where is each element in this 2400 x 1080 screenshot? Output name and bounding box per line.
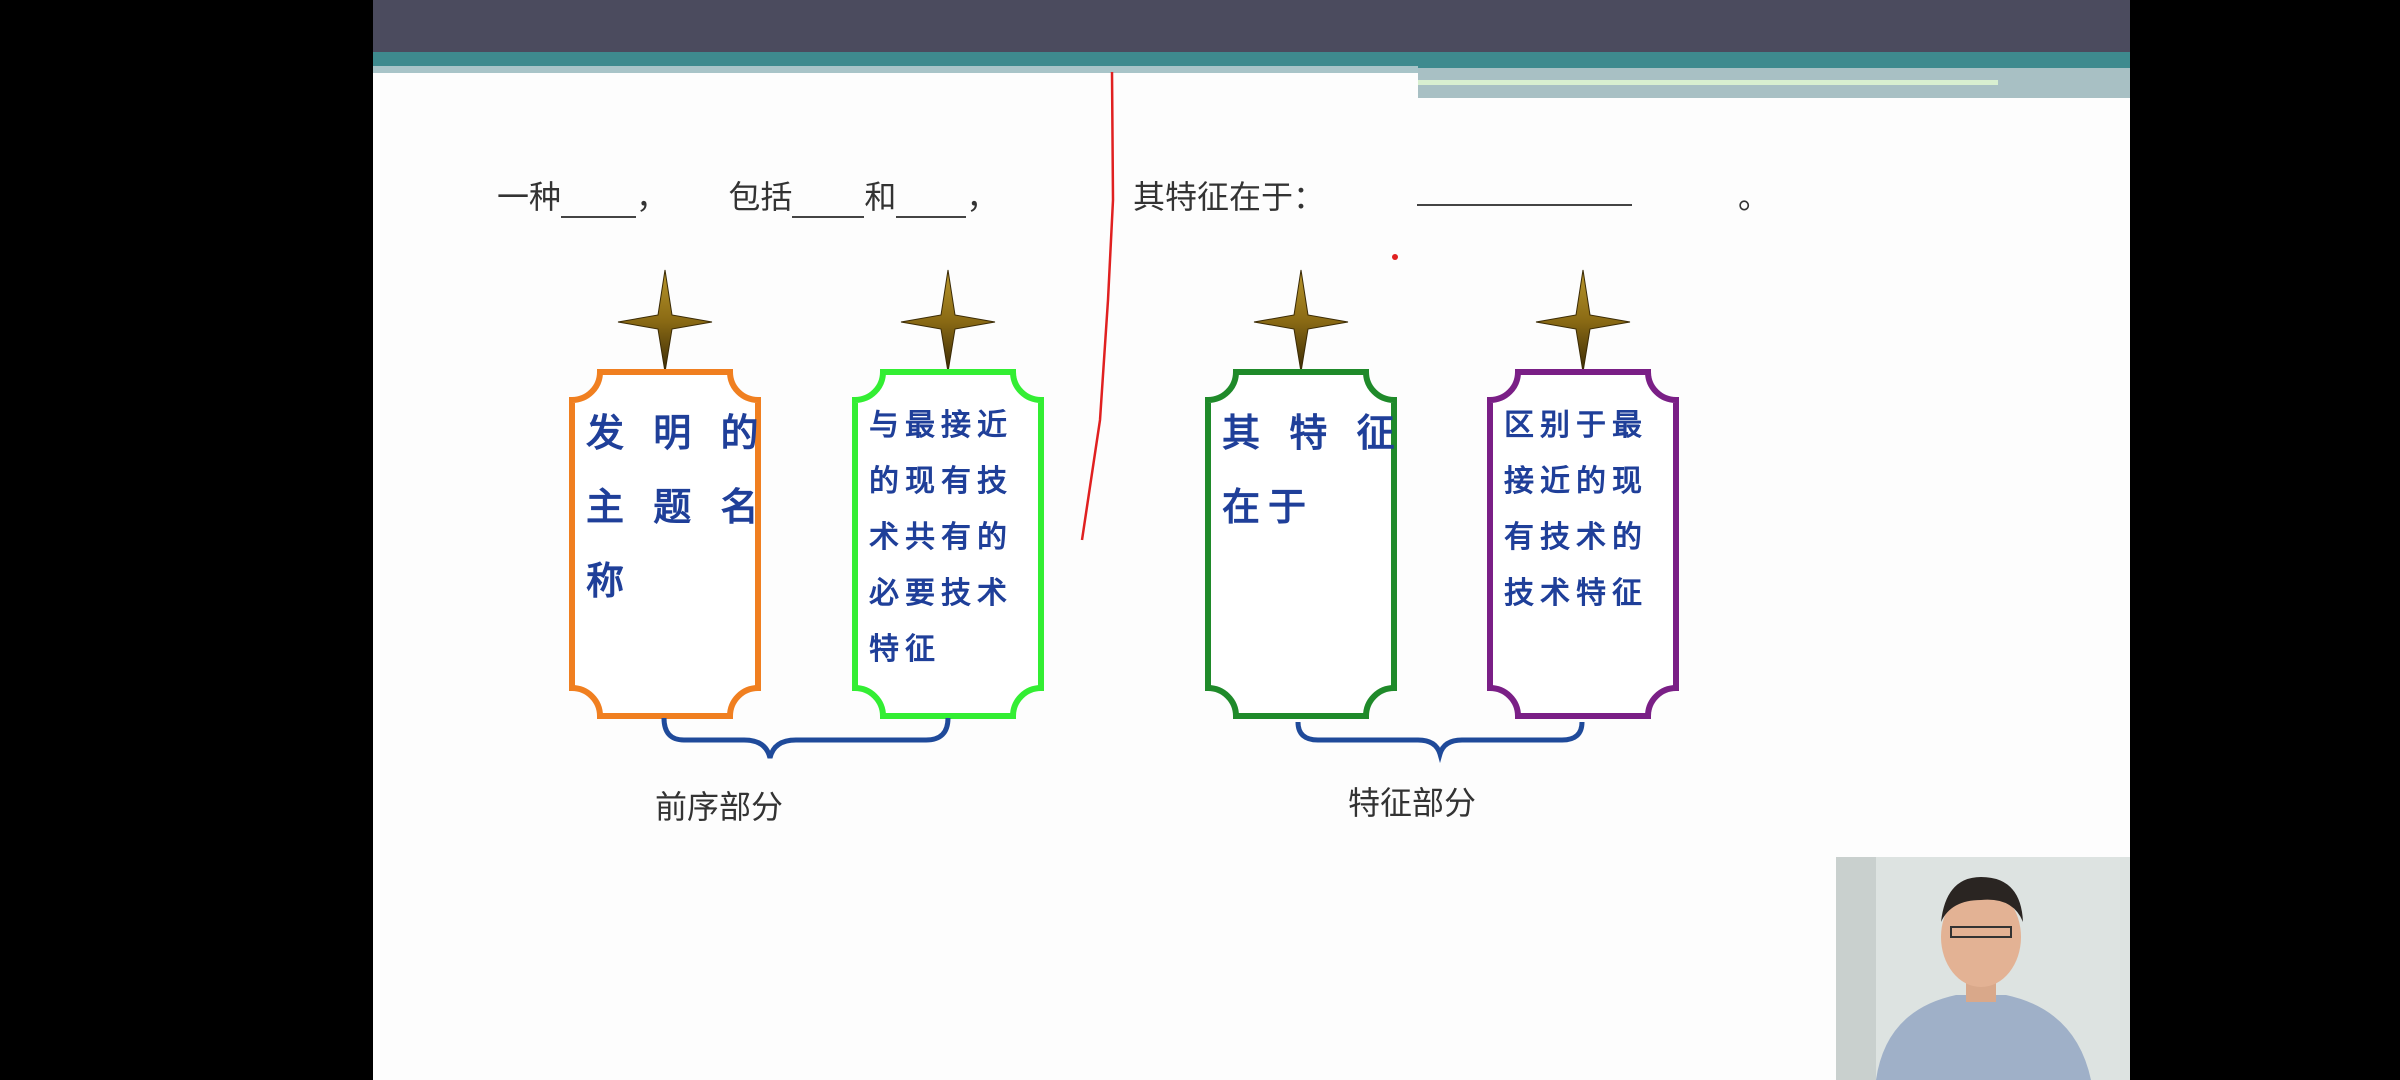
box-text-line: 发 明 的 (586, 411, 767, 455)
box-text-line: 有技术的 (1504, 520, 1648, 555)
slide-header-accent (1418, 80, 1998, 85)
box-text-line: 技术特征 (1504, 576, 1648, 611)
slide-header-light (373, 66, 1418, 73)
box-text-line: 术共有的 (869, 520, 1013, 555)
text-he: 和 (864, 178, 897, 216)
box-text-line: 主 题 名 (586, 485, 767, 529)
text-qitezheng: 其特征在于： (1133, 178, 1326, 216)
star-icon (617, 269, 713, 373)
webcam-overlay (1836, 857, 2130, 1080)
slide-header-band (373, 0, 2130, 52)
box-invention-title-text: 发 明 的主 题 名称 (586, 396, 766, 618)
star-icon (1253, 269, 1349, 373)
brace-right (1295, 721, 1585, 764)
red-annotation-dot (1392, 254, 1398, 260)
box-text-line: 接近的现 (1504, 464, 1648, 499)
blank-3 (896, 186, 967, 218)
claim-sentence: 一种 ， 包括 和 ， (497, 172, 998, 218)
box-distinguishing-features (1487, 369, 1679, 719)
box-text-line: 区别于最 (1504, 408, 1648, 443)
slide-header-teal (373, 52, 2130, 68)
box-text-line: 特征 (869, 632, 941, 667)
blank-2 (792, 186, 865, 218)
box-characterized-by (1205, 369, 1397, 719)
box-text-line: 与最接近 (869, 408, 1013, 443)
box-invention-title (569, 369, 761, 719)
presenter-video (1836, 857, 2130, 1080)
box-text-line: 称 (586, 559, 633, 603)
text-baokuo: 包括 (728, 178, 793, 216)
star-icon (1535, 269, 1631, 373)
box-common-features (852, 369, 1044, 719)
text-yizhong: 一种 (497, 178, 562, 216)
label-preamble-part: 前序部分 (655, 788, 784, 826)
comma: ， (966, 178, 999, 216)
blank-1 (561, 186, 637, 218)
box-common-features-text: 与最接近的现有技术共有的必要技术特征 (869, 398, 1013, 678)
star-icon (900, 269, 996, 373)
brace-left (661, 717, 951, 759)
box-characterized-by-text: 其 特 征在于 (1222, 396, 1402, 544)
claim-sentence-feature: 其特征在于： (1133, 172, 1325, 218)
box-text-line: 其 特 征 (1222, 411, 1403, 455)
red-annotation-line (1080, 71, 1115, 541)
box-text-line: 必要技术 (869, 576, 1013, 611)
box-distinguishing-features-text: 区别于最接近的现有技术的技术特征 (1504, 398, 1648, 622)
label-feature-part: 特征部分 (1348, 784, 1477, 822)
period: 。 (1738, 178, 1771, 216)
blank-4 (1417, 174, 1632, 206)
comma: ， (636, 178, 669, 216)
box-text-line: 的现有技 (869, 464, 1013, 499)
box-text-line: 在于 (1222, 485, 1315, 529)
